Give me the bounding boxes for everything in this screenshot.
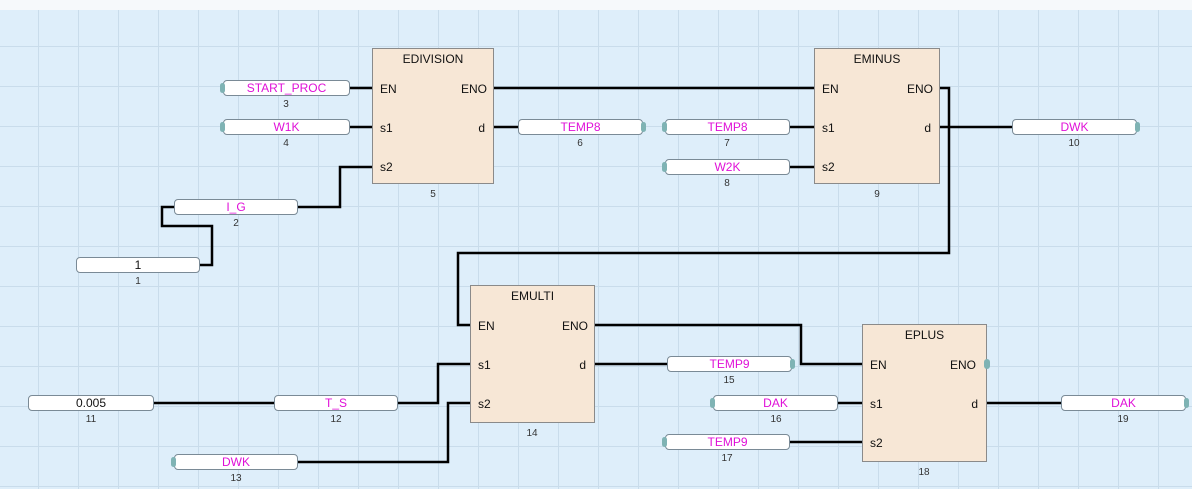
block-index: 5 (430, 189, 436, 200)
port-d: d (971, 397, 978, 411)
variable-label: TEMP8 (560, 120, 601, 134)
port-eno: ENO (460, 82, 487, 96)
port-eno: ENO (949, 358, 976, 372)
variable-index: 6 (577, 138, 583, 149)
variable-index: 19 (1117, 414, 1129, 425)
port-s1: s1 (478, 358, 491, 372)
connection-pin[interactable] (220, 83, 225, 93)
eno-pin[interactable] (984, 359, 990, 369)
variable-label: DAK (763, 396, 788, 410)
canvas-top-band (0, 0, 1192, 10)
port-eno: ENO (906, 82, 933, 96)
block-title: EDIVISION (402, 52, 464, 66)
port-d: d (579, 358, 586, 372)
block-edivision[interactable]: EDIVISION EN ENO s1 d s2 (372, 48, 494, 184)
variable-dwk-out[interactable]: DWK (1012, 119, 1140, 135)
wire-2-to-s2 (298, 165, 372, 209)
variable-index: 1 (135, 276, 141, 287)
connection-pin[interactable] (220, 122, 225, 132)
wire-emulti-eno-to-eplus-en (595, 323, 862, 366)
variable-w2k[interactable]: W2K (662, 159, 790, 175)
variable-index: 12 (330, 414, 342, 425)
variable-label: 0.005 (75, 396, 107, 410)
port-eno: ENO (561, 319, 588, 333)
variable-temp9-in[interactable]: TEMP9 (662, 434, 790, 450)
variable-index: 4 (283, 138, 289, 149)
port-s1: s1 (380, 121, 393, 135)
wire-dwk-to-s2 (298, 401, 470, 464)
block-title: EPLUS (904, 328, 945, 342)
port-s1: s1 (822, 121, 835, 135)
variable-index: 16 (770, 414, 782, 425)
variable-label: DWK (1060, 120, 1089, 134)
variable-temp9-out[interactable]: TEMP9 (667, 356, 795, 372)
constant-0005[interactable]: 0.005 (28, 395, 154, 411)
port-d: d (478, 121, 485, 135)
variable-label: TEMP8 (707, 120, 748, 134)
block-eminus[interactable]: EMINUS EN ENO s1 d s2 (814, 48, 940, 184)
variable-index: 10 (1068, 138, 1080, 149)
variable-label: START_PROC (246, 81, 327, 95)
variable-temp8-in[interactable]: TEMP8 (662, 119, 790, 135)
block-emulti[interactable]: EMULTI EN ENO s1 d s2 (470, 285, 595, 423)
variable-index: 13 (230, 473, 242, 484)
variable-label: TEMP9 (707, 435, 748, 449)
variable-start-proc[interactable]: START_PROC (220, 80, 350, 96)
variable-index: 8 (724, 178, 730, 189)
variable-label: W2K (714, 160, 741, 174)
variable-label: TEMP9 (709, 357, 750, 371)
variable-label: W1K (273, 120, 300, 134)
block-title: EMINUS (853, 52, 901, 66)
block-index: 9 (874, 189, 880, 200)
variable-w1k[interactable]: W1K (220, 119, 350, 135)
port-en: EN (380, 82, 397, 96)
port-d: d (924, 121, 931, 135)
port-en: EN (870, 358, 887, 372)
variable-index: 15 (723, 375, 735, 386)
variable-t-s[interactable]: T_S (274, 395, 398, 411)
variable-i-g[interactable]: I_G (174, 199, 298, 215)
variable-index: 11 (85, 414, 97, 425)
variable-dak-out[interactable]: DAK (1061, 395, 1189, 411)
connection-pin[interactable] (662, 437, 667, 447)
connection-pin[interactable] (662, 122, 667, 132)
wire-1-to-2 (160, 205, 214, 267)
port-s2: s2 (478, 397, 491, 411)
connection-pin[interactable] (1135, 122, 1140, 132)
variable-index: 7 (724, 138, 730, 149)
connection-pin[interactable] (1184, 398, 1189, 408)
constant-1[interactable]: 1 (76, 257, 200, 273)
port-s2: s2 (870, 436, 883, 450)
wire-ts-to-s1 (398, 362, 470, 405)
connection-pin[interactable] (662, 162, 667, 172)
connection-pin[interactable] (790, 359, 795, 369)
variable-label: I_G (226, 200, 246, 214)
variable-index: 2 (233, 218, 239, 229)
variable-label: T_S (324, 396, 347, 410)
block-title: EMULTI (510, 289, 555, 303)
block-index: 14 (526, 428, 538, 439)
port-en: EN (478, 319, 495, 333)
variable-label: DWK (222, 455, 250, 469)
port-s2: s2 (822, 160, 835, 174)
port-s2: s2 (380, 160, 393, 174)
variable-index: 3 (283, 99, 289, 110)
block-eplus[interactable]: EPLUS EN ENO s1 d s2 (862, 324, 990, 462)
variable-label: 1 (134, 258, 142, 272)
port-en: EN (822, 82, 839, 96)
connection-pin[interactable] (171, 457, 176, 467)
connection-pin[interactable] (710, 398, 715, 408)
variable-dwk-in[interactable]: DWK (171, 454, 298, 470)
connection-pin[interactable] (641, 122, 646, 132)
variable-dak-in[interactable]: DAK (710, 395, 838, 411)
port-s1: s1 (870, 397, 883, 411)
variable-temp8-out[interactable]: TEMP8 (518, 119, 646, 135)
block-index: 18 (918, 467, 930, 478)
variable-index: 17 (721, 453, 733, 464)
variable-label: DAK (1111, 396, 1136, 410)
wire-eno-to-emulti-en (456, 86, 951, 327)
